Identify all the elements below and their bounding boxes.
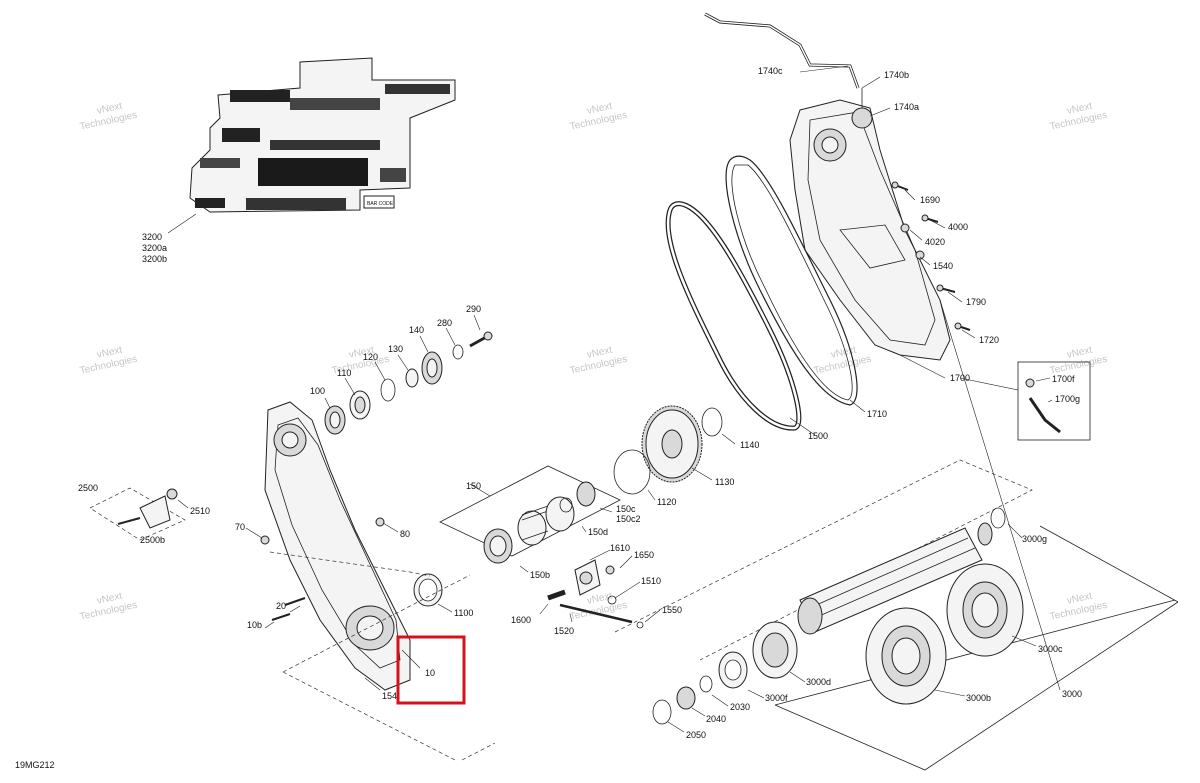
highlight-box[interactable]: [396, 635, 466, 705]
bolt: [954, 322, 971, 331]
part-label-1520: 1520: [554, 626, 574, 636]
part-label-3200a: 3200a: [142, 243, 167, 253]
bracket-2500: [89, 487, 189, 541]
part-label-4020: 4020: [925, 237, 945, 247]
part-label-3200b: 3200b: [142, 254, 167, 264]
part-label-1740a: 1740a: [894, 102, 919, 112]
watermark: vNext: [1066, 345, 1094, 361]
upper-gear-stack: [324, 314, 493, 435]
part-label-110: 110: [337, 368, 351, 378]
part-label-2030: 2030: [730, 702, 750, 712]
part-label-2050: 2050: [686, 730, 706, 740]
part-label-1610: 1610: [610, 543, 630, 553]
tensioner-assembly: [539, 549, 661, 629]
watermark: vNext: [586, 591, 614, 607]
drive-chain: [725, 155, 866, 413]
part-label-1100: 1100: [454, 608, 473, 618]
part-label-1650: 1650: [634, 550, 654, 560]
part-label-280: 280: [437, 318, 452, 328]
seal-1100: [413, 573, 453, 613]
watermark: vNext: [830, 345, 858, 361]
part-label-1130: 1130: [715, 477, 734, 487]
part-label-150c2: 150c2: [616, 514, 641, 524]
bearing-group-150: [439, 465, 621, 573]
drive-shaft: [797, 507, 1023, 635]
part-label-1710: 1710: [867, 409, 887, 419]
part-label-150: 150: [466, 481, 481, 491]
part-label-1720: 1720: [979, 335, 999, 345]
transmission-cover: [704, 12, 976, 379]
part-label-150c: 150c: [616, 504, 636, 514]
part-label-130: 130: [388, 344, 403, 354]
part-label-1700: 1700: [950, 373, 970, 383]
part-label-3000c: 3000c: [1038, 644, 1063, 654]
part-label-1600: 1600: [511, 615, 531, 625]
part-label-10: 10: [425, 668, 435, 678]
bearing-stack-3000: [652, 621, 806, 733]
part-label-1510: 1510: [641, 576, 661, 586]
watermark: vNext: [96, 101, 124, 117]
watermark: vNext: [96, 345, 124, 361]
part-label-2500b: 2500b: [140, 535, 165, 545]
part-label-1700g: 1700g: [1055, 394, 1080, 404]
part-label-10b: 10b: [247, 620, 262, 630]
watermark: vNext: [586, 101, 614, 117]
watermark: vNext: [96, 591, 124, 607]
part-label-120: 120: [363, 352, 378, 362]
part-label-20: 20: [276, 601, 286, 611]
part-label-2510: 2510: [190, 506, 210, 516]
part-label-1500: 1500: [808, 431, 828, 441]
drive-belt: [665, 201, 816, 436]
part-labels: 3200 3200a 3200b 1740c 1740b 1740a 1690 …: [15, 66, 1082, 770]
callout-leads: [364, 299, 1061, 691]
part-label-3000: 3000: [1062, 689, 1082, 699]
chaincase-housing: [245, 401, 411, 691]
part-label-1690: 1690: [920, 195, 940, 205]
part-label-1790: 1790: [966, 297, 986, 307]
part-label-1740c: 1740c: [758, 66, 783, 76]
inset-box: [959, 361, 1091, 441]
part-label-154: 154: [382, 691, 397, 701]
part-label-3000f: 3000f: [765, 693, 788, 703]
part-label-3200: 3200: [142, 232, 162, 242]
part-label-1700f: 1700f: [1052, 374, 1075, 384]
watermark: vNext: [1066, 101, 1094, 117]
bolt: [936, 284, 956, 293]
part-label-100: 100: [310, 386, 325, 396]
part-label-1740b: 1740b: [884, 70, 909, 80]
part-label-1140: 1140: [740, 440, 759, 450]
bolt: [891, 181, 909, 191]
drive-sprocket: [865, 607, 966, 705]
drive-sprocket: [946, 563, 1037, 657]
part-label-70: 70: [235, 522, 245, 532]
decal-sheet: BAR CODE: [167, 57, 456, 234]
watermark: vNext: [348, 345, 376, 361]
watermark: vNext: [1066, 591, 1094, 607]
part-label-1120: 1120: [657, 497, 676, 507]
part-label-80: 80: [400, 529, 410, 539]
part-label-150b: 150b: [530, 570, 550, 580]
svg-text:BAR CODE: BAR CODE: [367, 201, 394, 207]
diagram-reference-code: 19MG212: [15, 760, 55, 770]
part-label-3000d: 3000d: [806, 677, 831, 687]
part-label-2040: 2040: [706, 714, 726, 724]
part-label-140: 140: [409, 325, 424, 335]
sprocket-1130: [613, 405, 736, 501]
part-label-4000: 4000: [948, 222, 968, 232]
part-label-3000b: 3000b: [966, 693, 991, 703]
bolt: [921, 214, 939, 223]
part-label-1550: 1550: [662, 605, 682, 615]
part-label-1540: 1540: [933, 261, 953, 271]
watermark: vNext: [586, 345, 614, 361]
part-label-2500: 2500: [78, 483, 98, 493]
part-label-3000g: 3000g: [1022, 534, 1047, 544]
part-label-290: 290: [466, 304, 481, 314]
part-label-150d: 150d: [588, 527, 608, 537]
